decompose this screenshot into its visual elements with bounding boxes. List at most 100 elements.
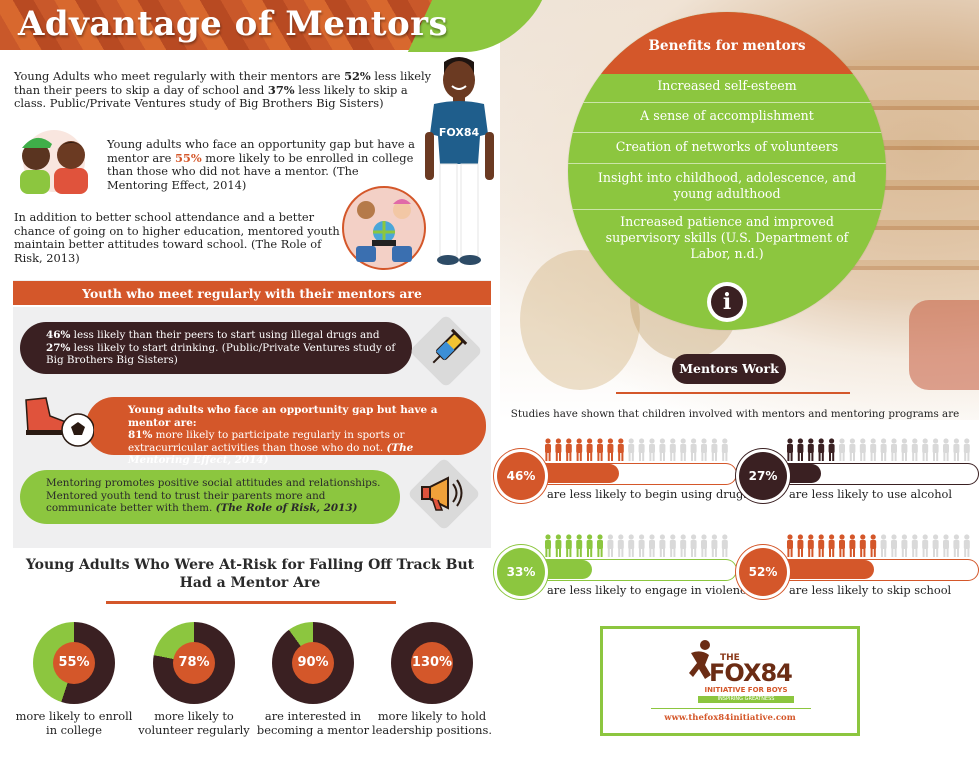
person-icon [649, 438, 655, 461]
header-banner [0, 0, 490, 50]
person-icon [880, 534, 887, 557]
intro-paragraph-1: Young Adults who meet regularly with the… [14, 69, 432, 110]
logo-subtitle: INITIATIVE FOR BOYS [704, 686, 788, 694]
intro-paragraph-3: In addition to better school attendance … [14, 210, 340, 265]
person-icon [565, 534, 572, 557]
donut-value: 90% [292, 642, 334, 684]
mentor-character-illustration: FOX84 [425, 57, 494, 265]
youth-section-heading: Youth who meet regularly with their ment… [13, 281, 491, 307]
donut-caption: are interested in becoming a mentor [256, 709, 370, 737]
person-icon [870, 534, 877, 557]
person-icon [638, 534, 645, 557]
intro-paragraph-2: Young adults who face an opportunity gap… [107, 137, 415, 192]
person-icon [617, 534, 624, 557]
person-icon [638, 438, 645, 461]
person-icon [932, 534, 939, 557]
person-icon [859, 534, 866, 557]
person-icon [701, 534, 707, 557]
person-icon [721, 438, 728, 461]
person-icon [721, 534, 728, 557]
donut-value: 130% [411, 642, 453, 684]
person-icon [797, 438, 804, 461]
website-link[interactable]: www.thefox84initiative.com [664, 713, 796, 723]
logo-tagline: INSPIRING GREATNESS [698, 696, 794, 703]
donut-chart: 130% [391, 622, 473, 704]
benefits-title: Benefits for mentors [648, 38, 806, 54]
person-icon [628, 438, 635, 461]
person-icon [932, 438, 939, 461]
fox-runner-icon [689, 640, 711, 679]
benefit-divider [568, 132, 886, 133]
logo-wordmark: FOX84 [709, 659, 793, 687]
person-icon [586, 534, 593, 557]
stat-progress-bar [521, 463, 737, 485]
stat-value-badge: 46% [497, 452, 545, 500]
person-icon [901, 534, 908, 557]
at-risk-section-title: Young Adults Who Were At-Risk for Fallin… [25, 557, 475, 591]
info-icon: i [707, 282, 747, 322]
donut-chart: 78% [153, 622, 235, 704]
stat-progress-bar [763, 463, 979, 485]
youth-fact-drugs: 46% less likely than their peers to star… [20, 322, 412, 374]
benefit-divider [568, 102, 886, 103]
person-icon [839, 534, 845, 557]
person-icon [597, 534, 603, 557]
person-icon [701, 438, 707, 461]
stat-caption: are less likely to begin using drugs [547, 487, 750, 501]
soccer-shoe-icon [25, 397, 94, 447]
donut-value: 78% [173, 642, 215, 684]
person-icon [807, 438, 814, 461]
person-icon [597, 438, 603, 461]
person-icon [828, 438, 835, 461]
person-icon [953, 438, 960, 461]
person-icon [669, 534, 676, 557]
person-icon [787, 534, 793, 557]
logo-divider [651, 708, 811, 709]
person-icon [711, 438, 718, 461]
person-icon [859, 438, 866, 461]
person-icon [953, 534, 960, 557]
person-icon [828, 534, 835, 557]
youth-fact-relationships: Mentoring promotes positive social attit… [20, 470, 400, 524]
svg-text:FOX84: FOX84 [439, 126, 480, 139]
person-icon [659, 534, 666, 557]
person-icon [787, 438, 793, 461]
mentors-work-label: Mentors Work [672, 354, 786, 384]
benefit-item: Increased self-esteem [657, 78, 797, 93]
person-icon [901, 438, 908, 461]
benefits-header [568, 12, 886, 74]
stat-progress-fill [763, 560, 874, 579]
mentors-work-subtitle: Studies have shown that children involve… [510, 408, 960, 420]
person-icon [628, 534, 635, 557]
person-icon [617, 438, 624, 461]
stat-caption: are less likely to use alcohol [789, 487, 953, 501]
benefit-item: Insight into childhood, adolescence, and… [597, 170, 857, 201]
stat-value-badge: 27% [739, 452, 787, 500]
benefit-divider [568, 209, 886, 210]
person-icon [607, 534, 614, 557]
stat-value-badge: 52% [739, 548, 787, 596]
person-icon [797, 534, 804, 557]
people-icon-row [545, 534, 728, 557]
people-icon-row [787, 534, 970, 557]
benefits-circle: Benefits for mentors Increased self-este… [568, 12, 886, 330]
person-icon [576, 534, 583, 557]
person-icon [943, 534, 949, 557]
mentor-pair-illustration [20, 130, 88, 194]
people-icon-row [787, 438, 970, 461]
person-icon [607, 438, 614, 461]
person-icon [818, 438, 825, 461]
person-icon [839, 438, 845, 461]
person-icon [911, 534, 918, 557]
mentors-work-divider [616, 392, 850, 394]
person-icon [680, 438, 687, 461]
person-icon [943, 438, 949, 461]
fox84-logo-card: THE FOX84 INITIATIVE FOR BOYS INSPIRING … [600, 626, 860, 736]
person-icon [807, 534, 814, 557]
stat-progress-fill [521, 464, 619, 483]
benefit-item: Increased patience and improved supervis… [605, 214, 849, 261]
person-icon [818, 534, 825, 557]
background-chair [909, 300, 979, 390]
donut-chart: 55% [33, 622, 115, 704]
donut-caption: more likely to volunteer regularly [138, 709, 250, 737]
